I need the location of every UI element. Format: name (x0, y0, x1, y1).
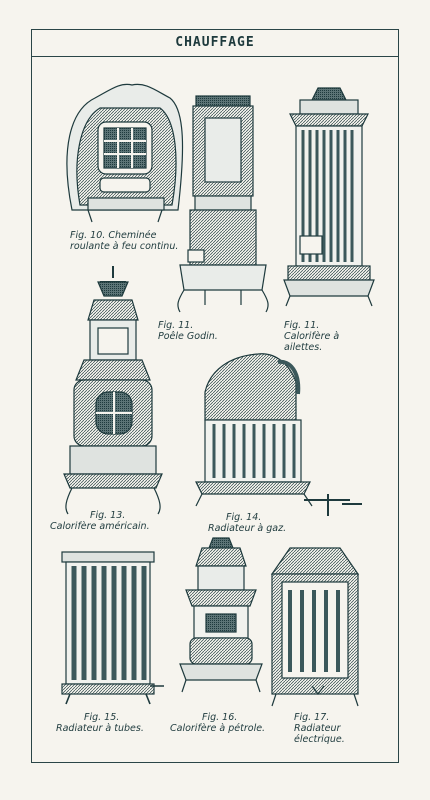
fig11b-fin-heater-illustration (283, 87, 375, 307)
fig15-tube-radiator-illustration (61, 551, 164, 705)
fig16-caption: Fig. 16. Calorifère à pétrole. (170, 712, 265, 734)
fig10-caption: Fig. 10. Cheminée roulante à feu continu… (70, 230, 178, 252)
fig15-number: Fig. 15. (84, 712, 120, 723)
fig11-godin-stove-illustration (177, 95, 269, 313)
fig17-caption: Fig. 17. Radiateur électrique. (294, 712, 345, 745)
fig13-number: Fig. 13. (90, 510, 126, 521)
fig13-title: Calorifère américain. (50, 521, 150, 532)
fig11-number: Fig. 11. (158, 320, 194, 331)
fig11b-number: Fig. 11. (284, 320, 320, 331)
fig10-title-line2: roulante à feu continu. (70, 241, 179, 252)
fig11b-caption: Fig. 11. Calorifère à ailettes. (284, 320, 339, 353)
fig14-title: Radiateur à gaz. (208, 523, 287, 534)
fig15-caption: Fig. 15. Radiateur à tubes. (56, 712, 144, 734)
fig16-oil-heater-illustration (179, 537, 263, 693)
fig15-title: Radiateur à tubes. (56, 723, 144, 734)
fig11-caption: Fig. 11. Poêle Godin. (158, 320, 218, 342)
fig10-fireplace-illustration (66, 83, 184, 223)
fig16-number: Fig. 16. (202, 712, 238, 723)
page-title: CHAUFFAGE (175, 35, 255, 50)
fig13-american-stove-illustration (63, 266, 163, 515)
title-bar: CHAUFFAGE (31, 29, 399, 57)
fig10-title-line1: Cheminée (108, 230, 157, 241)
fig17-title-line1: Radiateur (294, 723, 341, 734)
fig17-title-line2: électrique. (294, 734, 345, 745)
fig14-caption: Fig. 14. Radiateur à gaz. (208, 512, 286, 534)
fig14-gas-radiator-illustration (195, 353, 362, 516)
fig13-caption: Fig. 13. Calorifère américain. (50, 510, 150, 532)
sampler-frame (31, 29, 399, 763)
fig17-electric-radiator-illustration (270, 547, 360, 707)
fig17-number: Fig. 17. (294, 712, 330, 723)
fig16-title: Calorifère à pétrole. (170, 723, 266, 734)
fig11b-title-line2: ailettes. (284, 342, 323, 353)
fig11b-title-line1: Calorifère à (284, 331, 340, 342)
fig11-title: Poêle Godin. (158, 331, 218, 342)
fig10-number: Fig. 10. (70, 230, 106, 241)
fig14-number: Fig. 14. (226, 512, 262, 523)
